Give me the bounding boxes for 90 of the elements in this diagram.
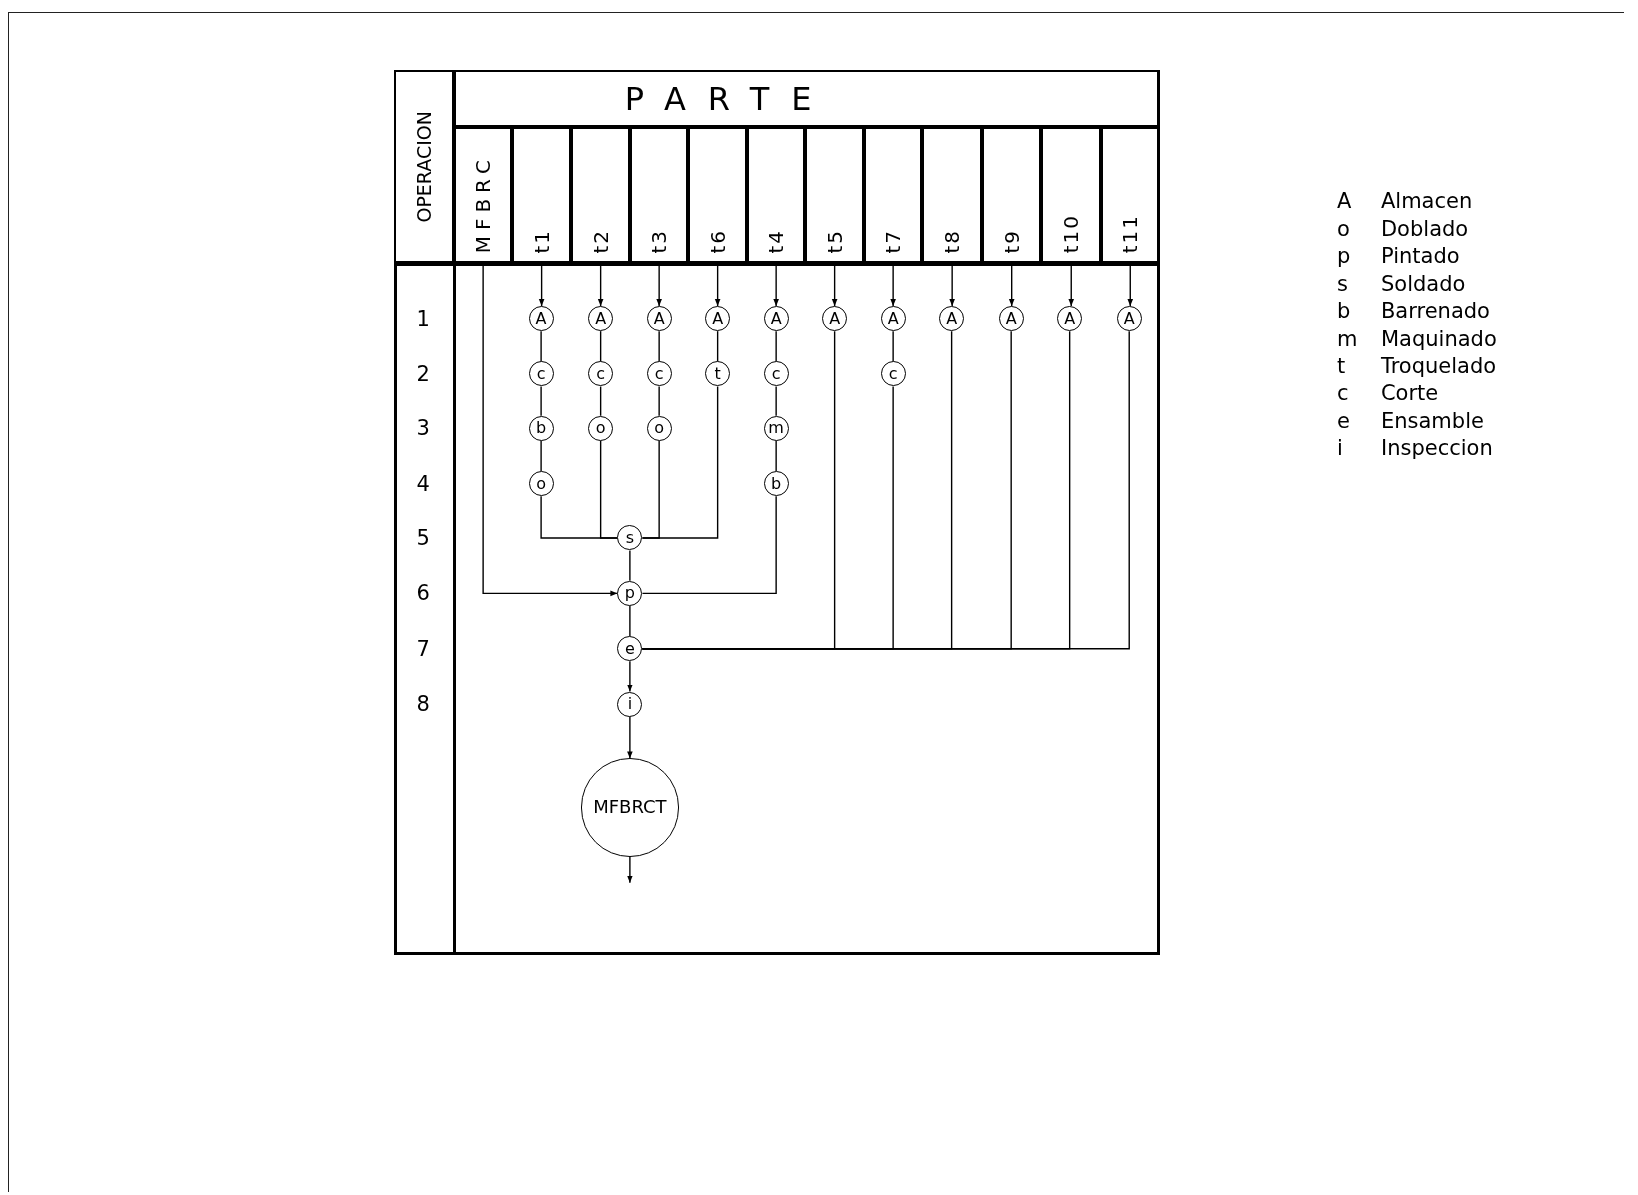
part-header: t3 (629, 127, 689, 264)
legend-text: Corte (1380, 383, 1439, 405)
operation-circle: b (763, 471, 789, 497)
part-header: t11 (1101, 127, 1160, 264)
operation-circle: i (617, 691, 643, 717)
operation-circle: A (528, 306, 554, 332)
row-number: 1 (416, 306, 430, 331)
connector-line (540, 385, 542, 417)
operation-circle: c (646, 361, 672, 387)
part-header: t1 (511, 127, 572, 264)
row-number: 2 (416, 361, 430, 386)
operation-circle: A (1057, 306, 1083, 332)
part-header: MFBRC (454, 127, 512, 264)
legend-text: Ensamble (1380, 410, 1484, 432)
arrow (627, 660, 633, 693)
legend-text: Soldado (1380, 273, 1466, 295)
connector-line (641, 495, 777, 595)
part-header: t10 (1041, 127, 1101, 264)
operation-circle: e (617, 636, 643, 662)
connector-line (775, 440, 777, 472)
operation-circle: m (763, 415, 789, 441)
legend-text: Doblado (1380, 218, 1469, 240)
part-header: t6 (688, 127, 747, 264)
connector-line (641, 385, 719, 539)
arrow (627, 715, 633, 760)
operation-circle: o (646, 415, 672, 441)
legend-symbol: b (1337, 301, 1351, 323)
arrow (627, 855, 633, 884)
legend-text: Inspeccion (1380, 438, 1493, 460)
operation-circle: s (617, 525, 643, 551)
row-number: 8 (416, 692, 430, 717)
operation-circle: A (939, 306, 965, 332)
connector-line (540, 330, 542, 363)
connector-line (775, 330, 777, 363)
product-circle: MFBRCT (580, 758, 679, 857)
legend-symbol: s (1337, 273, 1349, 295)
legend-text: Almacen (1380, 191, 1473, 213)
legend-text: Maquinado (1380, 328, 1497, 350)
legend-symbol: A (1337, 191, 1352, 213)
operation-circle: A (588, 306, 614, 332)
connector-line (658, 330, 660, 363)
operation-circle: c (763, 361, 789, 387)
connector-line (775, 385, 777, 417)
part-header: t9 (981, 127, 1042, 264)
legend-symbol: t (1337, 356, 1346, 377)
row-number: 4 (416, 471, 430, 496)
row-number: 5 (416, 525, 430, 550)
legend-text: Troquelado (1380, 356, 1497, 377)
row-number: 7 (416, 636, 430, 661)
part-header: t5 (805, 127, 864, 264)
operation-circle: o (588, 415, 614, 441)
part-header: t7 (863, 127, 923, 264)
legend-symbol: c (1337, 383, 1349, 405)
connector-line (540, 440, 542, 472)
operation-circle: o (528, 471, 554, 497)
connector-line (629, 549, 631, 582)
column-header: OPERACION (393, 70, 455, 264)
operation-circle: A (880, 306, 906, 332)
operation-circle: A (646, 306, 672, 332)
legend-symbol: m (1337, 328, 1358, 350)
row-number: 3 (416, 416, 430, 441)
part-header: t8 (922, 127, 982, 264)
connector-line (629, 605, 631, 637)
legend-text: Pintado (1380, 246, 1460, 268)
column-header: PARTE (454, 70, 1160, 128)
part-header: t4 (746, 127, 806, 264)
operation-circle: A (705, 306, 731, 332)
connector-line (658, 385, 660, 417)
connector-line (599, 330, 602, 363)
operation-circle: c (880, 361, 906, 387)
operation-circle: A (763, 306, 789, 332)
operation-circle: t (705, 361, 731, 387)
operation-circle: b (528, 415, 554, 441)
row-number: 6 (416, 581, 430, 606)
connector-line (599, 440, 619, 539)
operation-circle: c (588, 361, 614, 387)
part-header: t2 (571, 127, 630, 264)
connector-line (892, 330, 894, 363)
connector-line (716, 330, 719, 363)
operation-circle: A (822, 306, 848, 332)
operation-circle: p (617, 580, 643, 606)
legend-symbol: o (1337, 218, 1350, 240)
legend-symbol: e (1337, 410, 1350, 432)
operation-circle: A (998, 306, 1024, 332)
legend-symbol: i (1337, 438, 1343, 460)
legend-symbol: p (1337, 246, 1351, 268)
operation-circle: c (528, 361, 554, 387)
operation-circle: A (1116, 306, 1142, 332)
legend-text: Barrenado (1380, 301, 1490, 323)
connector-line (599, 385, 602, 417)
